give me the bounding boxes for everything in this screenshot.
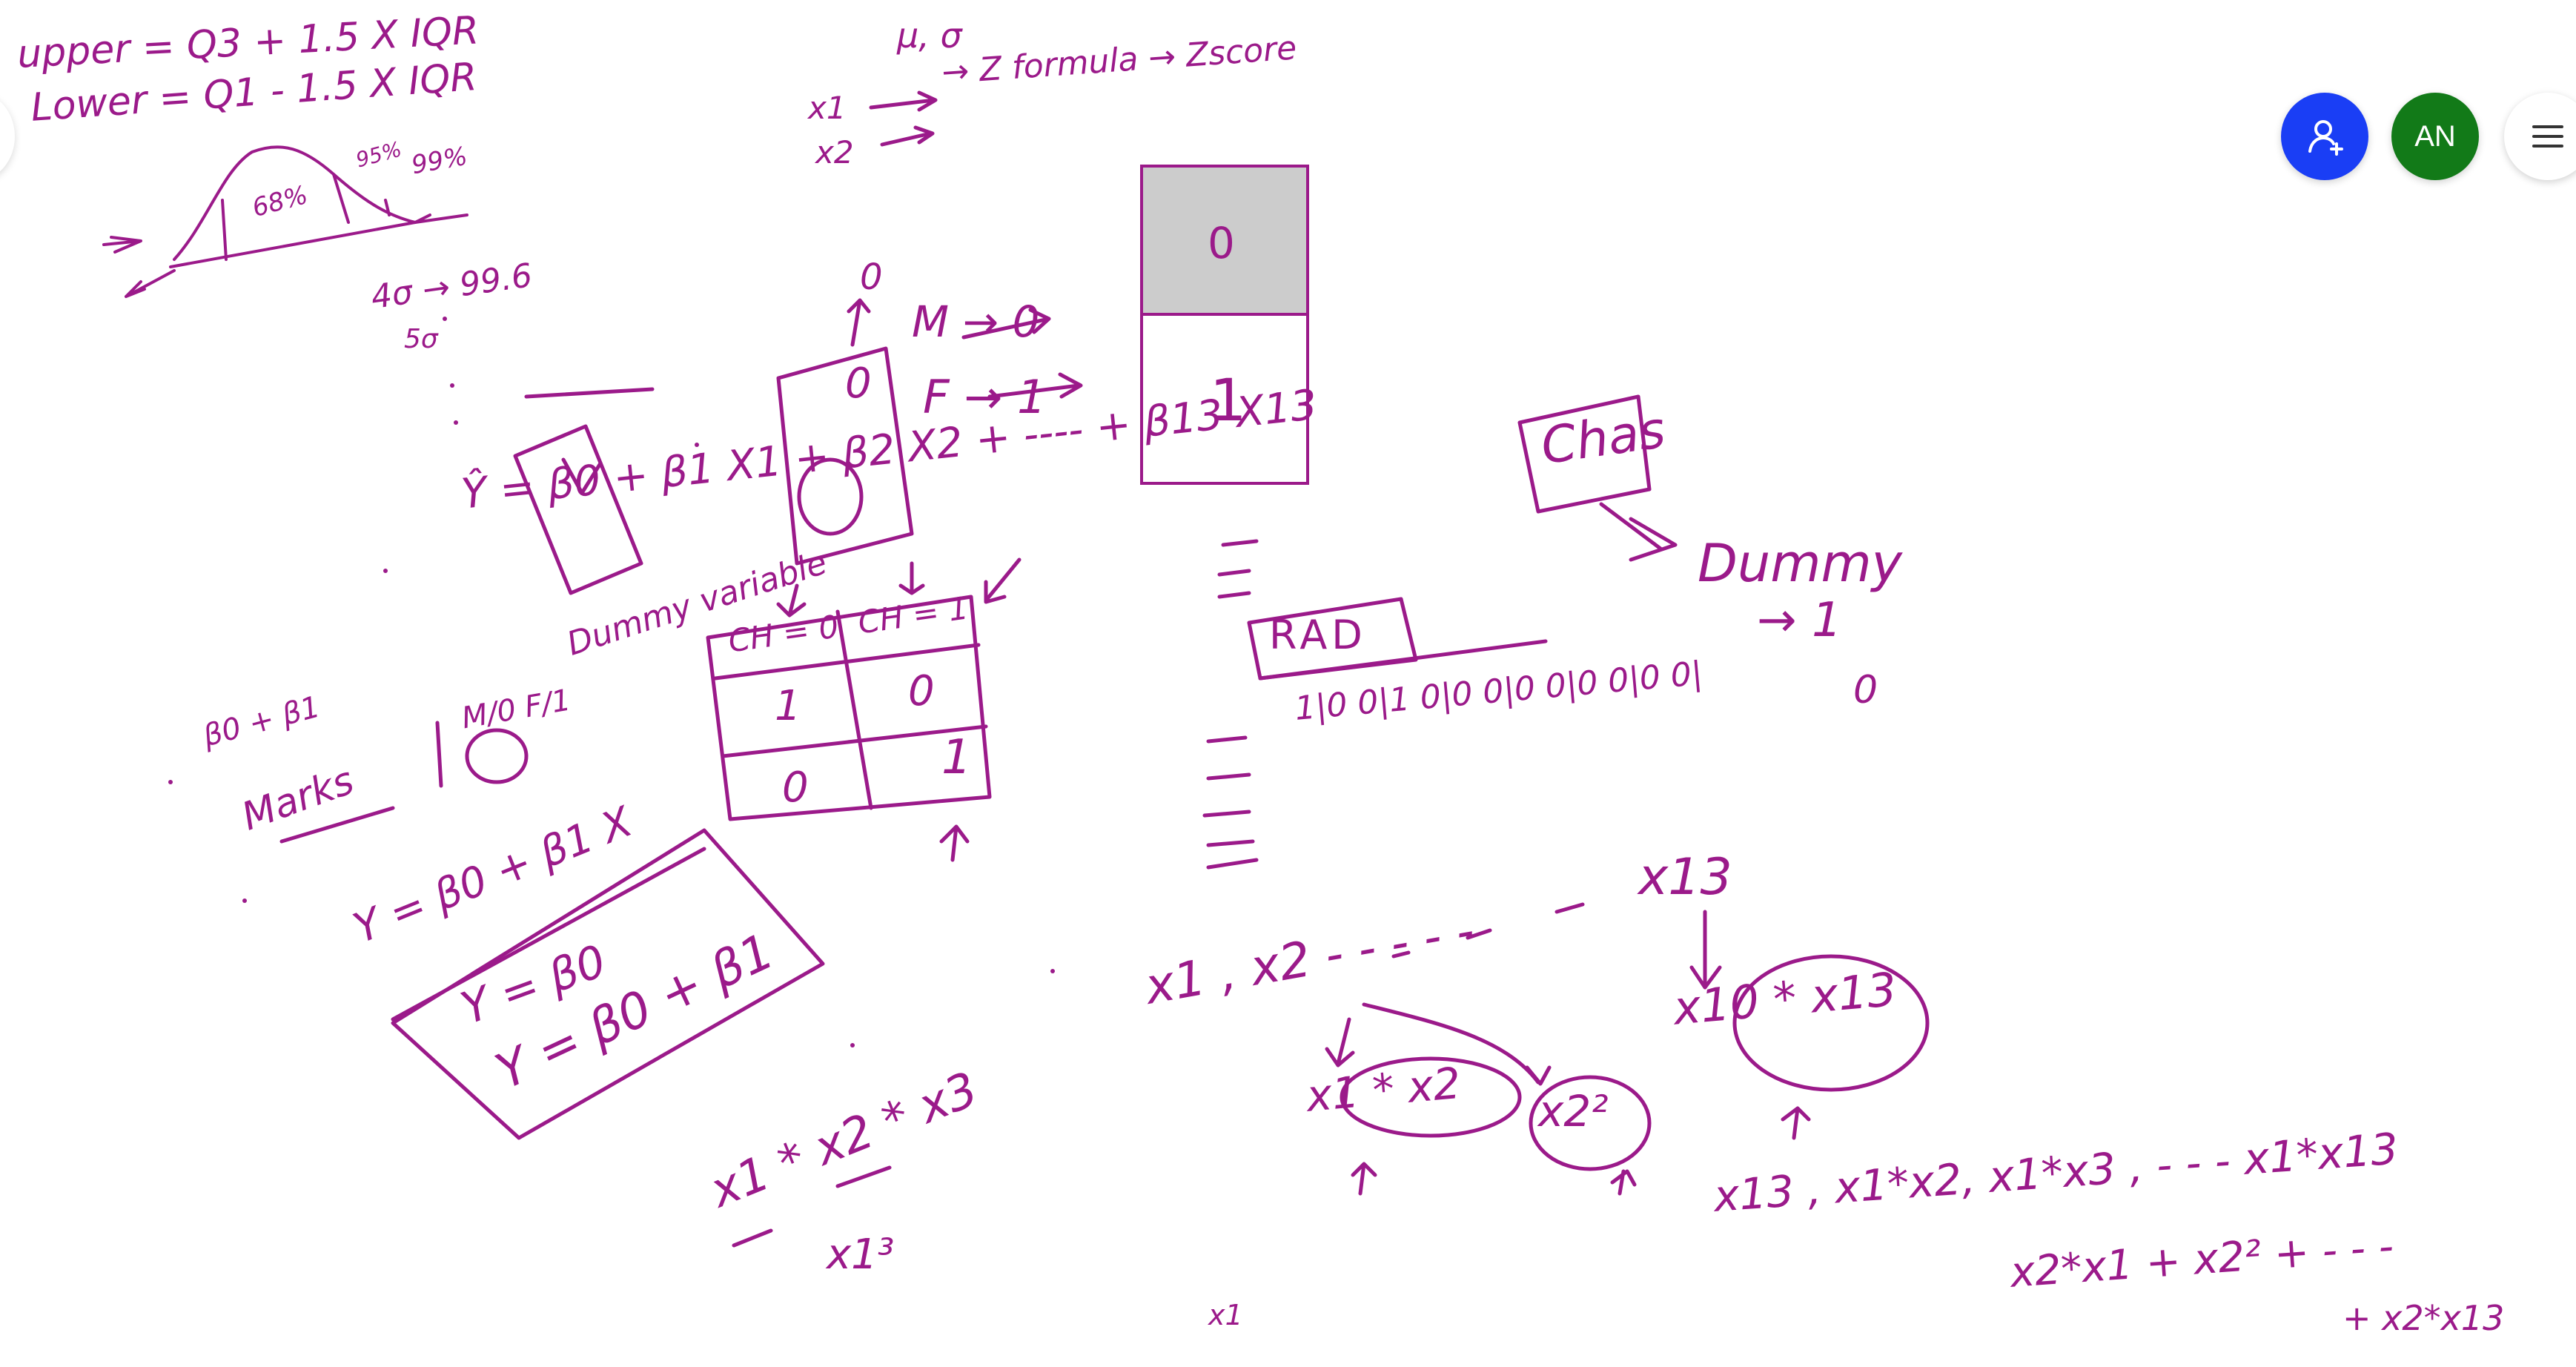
bell-curve-drawing	[173, 145, 417, 261]
hamburger-menu-icon	[2504, 93, 2576, 180]
note-zero-top: 0	[860, 256, 883, 298]
bell-curve-line-2	[332, 173, 350, 224]
x13-arrow	[1689, 910, 1722, 990]
note-stray-x1: x1	[1208, 1299, 1243, 1331]
sequence-dashes	[1391, 902, 1585, 959]
arrow-up-1	[1351, 1162, 1377, 1196]
ch-arrow-down	[776, 583, 807, 618]
note-x2: x2	[815, 134, 854, 171]
equation-underline	[391, 847, 706, 1022]
note-bottom-3: + x2*x13	[2342, 1298, 2505, 1338]
invite-participant-button[interactable]	[2281, 93, 2368, 180]
marks-m-circle	[465, 728, 529, 784]
bell-curve-arrow-2	[414, 214, 468, 224]
x10x13-oval	[1732, 954, 1930, 1092]
user-avatar[interactable]: AN	[2391, 93, 2479, 180]
stray-dots	[168, 317, 1055, 1047]
note-dummy-one: → 1	[1757, 593, 1842, 648]
grid-one-label: 1	[1210, 368, 1247, 434]
grid-zero-label: 0	[1208, 218, 1235, 268]
beta2-box	[776, 346, 914, 566]
note-zero-in-box: 0	[845, 360, 872, 408]
note-x2sq: x2²	[1538, 1086, 1609, 1136]
arrow-up-3	[1781, 1106, 1811, 1140]
ch-arrow-diag	[984, 557, 1022, 604]
note-m-to-0: M → 0	[912, 297, 1040, 347]
chas-box	[1517, 394, 1652, 514]
ch-cell-r1c2: 0	[908, 667, 935, 715]
ch-table-arrow	[939, 824, 970, 862]
beta2-circle	[797, 457, 864, 536]
ch-table-outline	[706, 595, 992, 821]
note-dummy-zero: 0	[1853, 668, 1878, 712]
add-person-icon	[2308, 120, 2343, 156]
beta0-box	[513, 424, 643, 595]
note-cube: x1³	[827, 1231, 895, 1279]
grid-cell-zero: 0	[1143, 168, 1306, 316]
bell-curve-arrow-3	[102, 236, 142, 254]
note-5sigma: 5σ	[404, 324, 438, 354]
dash-marks	[1202, 539, 1259, 870]
interaction-underline	[732, 1165, 892, 1248]
ch-table-column-line	[835, 609, 873, 810]
ch-cell-r2c2: 1	[941, 730, 972, 785]
equation-box	[391, 828, 825, 1140]
arrow-x1	[869, 90, 938, 112]
note-rad: RAD	[1269, 612, 1367, 658]
x1x2-oval	[1340, 1056, 1522, 1138]
ch-arrow-down-2	[898, 561, 925, 595]
marks-divider	[435, 721, 443, 788]
arrow-up-2	[1610, 1169, 1637, 1196]
bell-curve-base	[169, 221, 417, 268]
x2sq-oval	[1529, 1075, 1652, 1171]
arrow-m	[961, 308, 1051, 340]
x2sq-arrow	[1362, 1002, 1552, 1086]
main-menu-button[interactable]	[2504, 93, 2576, 180]
ch-table-middle-line	[721, 724, 988, 758]
chas-arrow	[1599, 502, 1678, 562]
bell-curve-arrow-1	[125, 269, 176, 298]
zero-one-grid: 0 1	[1140, 165, 1309, 485]
note-x1: x1	[808, 90, 847, 126]
ch-cell-r2c1: 0	[782, 764, 809, 812]
note-x13: x13	[1638, 848, 1732, 907]
arrow-x2	[880, 125, 935, 147]
marks-underline	[279, 806, 395, 844]
avatar-initials: AN	[2414, 119, 2456, 153]
ch-cell-r1c1: 1	[775, 682, 801, 730]
note-x1x2: x1 * x2	[1304, 1057, 1463, 1122]
note-mu-sigma: μ, σ	[897, 16, 962, 56]
bell-curve-line-3	[384, 199, 391, 216]
note-f-to-1: F → 1	[923, 370, 1047, 424]
note-dummy: Dummy	[1698, 533, 1903, 594]
x1x2-arrow	[1325, 1017, 1355, 1068]
rad-underline	[1258, 639, 1548, 681]
beta0-arrow	[561, 457, 603, 495]
arrow-up-zero	[847, 298, 871, 347]
beta0-overline	[524, 387, 655, 399]
arrow-f	[987, 372, 1083, 399]
bell-curve-line-1	[221, 199, 228, 261]
